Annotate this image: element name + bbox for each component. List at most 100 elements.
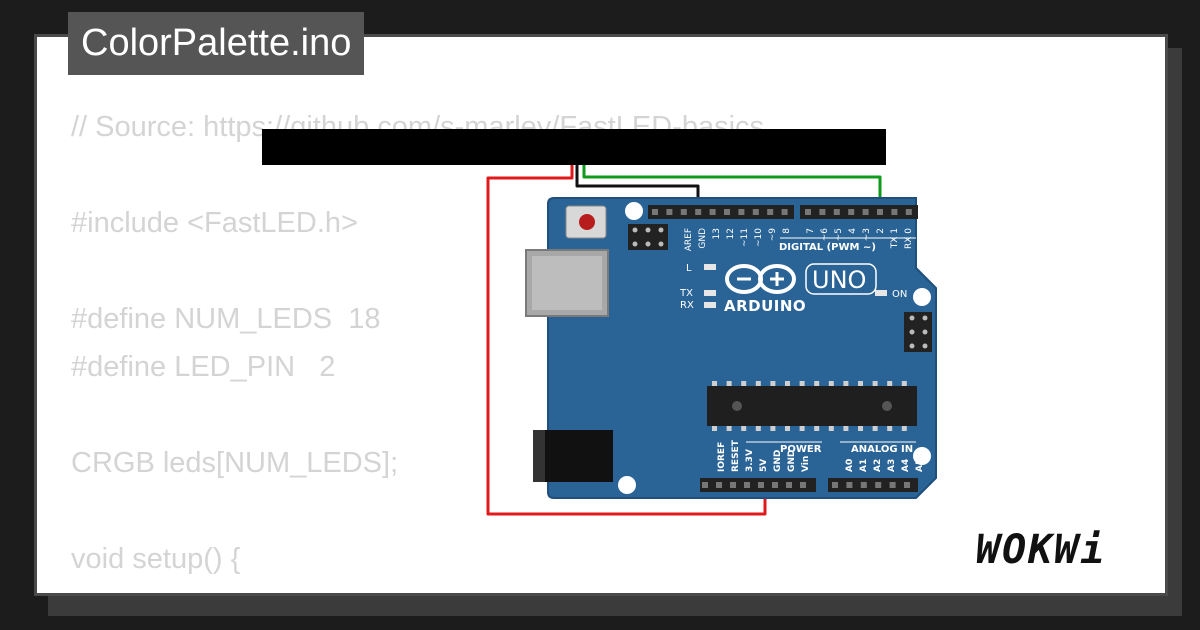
chip-leg (901, 426, 907, 431)
analog-pin-label: A1 (859, 459, 869, 472)
chip-leg (712, 426, 717, 431)
pin-hole (877, 209, 883, 215)
pin-hole (875, 482, 882, 488)
chip-leg (755, 381, 761, 386)
code-line: #define NUM_LEDS 18 (71, 303, 381, 335)
led-strip[interactable] (262, 129, 886, 165)
power-jack (533, 430, 613, 482)
pin-hole (846, 482, 853, 488)
digital-pin-label: 8 (782, 228, 792, 234)
pin-hole (738, 209, 745, 215)
led-l-label: L (686, 263, 692, 274)
pin-hole (805, 209, 811, 215)
power-jack-edge (533, 430, 545, 482)
chip-leg (726, 381, 732, 386)
digital-header-left[interactable] (648, 205, 794, 219)
wokwi-logo-text: WOKWi (976, 527, 1107, 573)
chip-leg (901, 381, 907, 386)
arduino-infinity-icon (725, 264, 796, 294)
code-line: CRGB leds[NUM_LEDS]; (71, 447, 399, 479)
code-line: #define LED_PIN 2 (71, 351, 336, 383)
led-l (704, 264, 716, 270)
chip-leg (770, 381, 776, 386)
chip-leg (872, 381, 878, 386)
mount-hole (913, 447, 931, 465)
pin-hole (680, 209, 687, 215)
icsp-header (628, 224, 668, 250)
digital-pin-label: GND (698, 228, 708, 249)
digital-pin-label: TX 1 (890, 228, 900, 249)
analog-header[interactable] (828, 478, 918, 492)
led-rx (704, 302, 716, 308)
pin-hole (695, 209, 702, 215)
analog-pin-label: A4 (901, 459, 911, 472)
pin-hole (832, 482, 838, 488)
power-pin-label: GND (787, 450, 797, 472)
power-pin-label: 5V (759, 459, 769, 472)
pin-hole (767, 209, 774, 215)
chip-leg (872, 426, 878, 431)
pin-hole (730, 482, 736, 488)
wire-power[interactable] (486, 164, 767, 516)
pin-hole (709, 209, 716, 215)
chip-leg (887, 381, 893, 386)
chip-leg (828, 426, 834, 431)
chip-leg (843, 426, 849, 431)
pin-hole (652, 209, 658, 215)
arduino-brand: ARDUINO (724, 297, 806, 315)
digital-pin-label: 2 (876, 228, 886, 234)
code-line: FastLED.addLeds<WS2812B, LED_PIN, GRB>(l… (71, 583, 954, 593)
uno-model: UNO (812, 266, 866, 294)
pin-hole (752, 209, 759, 215)
pin-hole (860, 482, 867, 488)
file-title: ColorPalette.ino (68, 12, 365, 75)
icsp-header-right (904, 312, 932, 352)
chip-leg (828, 381, 834, 386)
chip-leg (887, 426, 893, 431)
power-label: POWER (780, 444, 822, 455)
digital-pin-label: ~10 (754, 228, 764, 247)
pin-hole (833, 209, 840, 215)
chip-notch (732, 401, 742, 411)
digital-pin-label: 13 (712, 228, 722, 239)
digital-pin-label: AREF (684, 228, 694, 251)
pin-hole (819, 209, 826, 215)
chip-leg (858, 381, 863, 386)
reset-button-cap (579, 214, 595, 230)
wire-data[interactable] (582, 164, 882, 210)
chip-leg (799, 426, 805, 431)
pin-hole (744, 482, 750, 488)
chip-leg (741, 381, 747, 386)
digital-pin-label: 4 (848, 228, 858, 234)
code-line: void setup() { (71, 543, 241, 575)
analog-pin-label: A2 (873, 459, 883, 472)
mount-hole (618, 476, 636, 494)
pin-hole (702, 482, 708, 488)
digital-header-right[interactable] (800, 205, 918, 219)
chip-leg (785, 381, 790, 386)
analog-label: ANALOG IN (851, 444, 913, 455)
wokwi-logo: WOKWi (976, 524, 1152, 576)
mount-hole (913, 288, 931, 306)
mount-hole (625, 202, 643, 220)
led-rx-label: RX (680, 300, 694, 311)
digital-pin-label: ~9 (768, 228, 778, 242)
pin-hole (772, 482, 778, 488)
pin-hole (781, 209, 788, 215)
power-pin-label: GND (773, 450, 783, 472)
digital-pin-holes (652, 209, 912, 215)
digital-pin-label: ~5 (834, 228, 844, 241)
chip-leg (741, 426, 747, 431)
chip-leg (814, 426, 820, 431)
power-pin-label: Vin (801, 456, 811, 472)
analog-pin-label: A3 (887, 459, 897, 472)
pin-hole (800, 482, 806, 488)
chip-leg (799, 381, 805, 386)
led-on-label: ON (892, 289, 907, 300)
pin-hole (904, 482, 910, 488)
digital-pin-label: 12 (726, 228, 736, 239)
analog-pin-label: A0 (845, 459, 855, 472)
digital-pin-label: ~11 (740, 228, 750, 247)
digital-pin-label: ~3 (862, 228, 872, 241)
